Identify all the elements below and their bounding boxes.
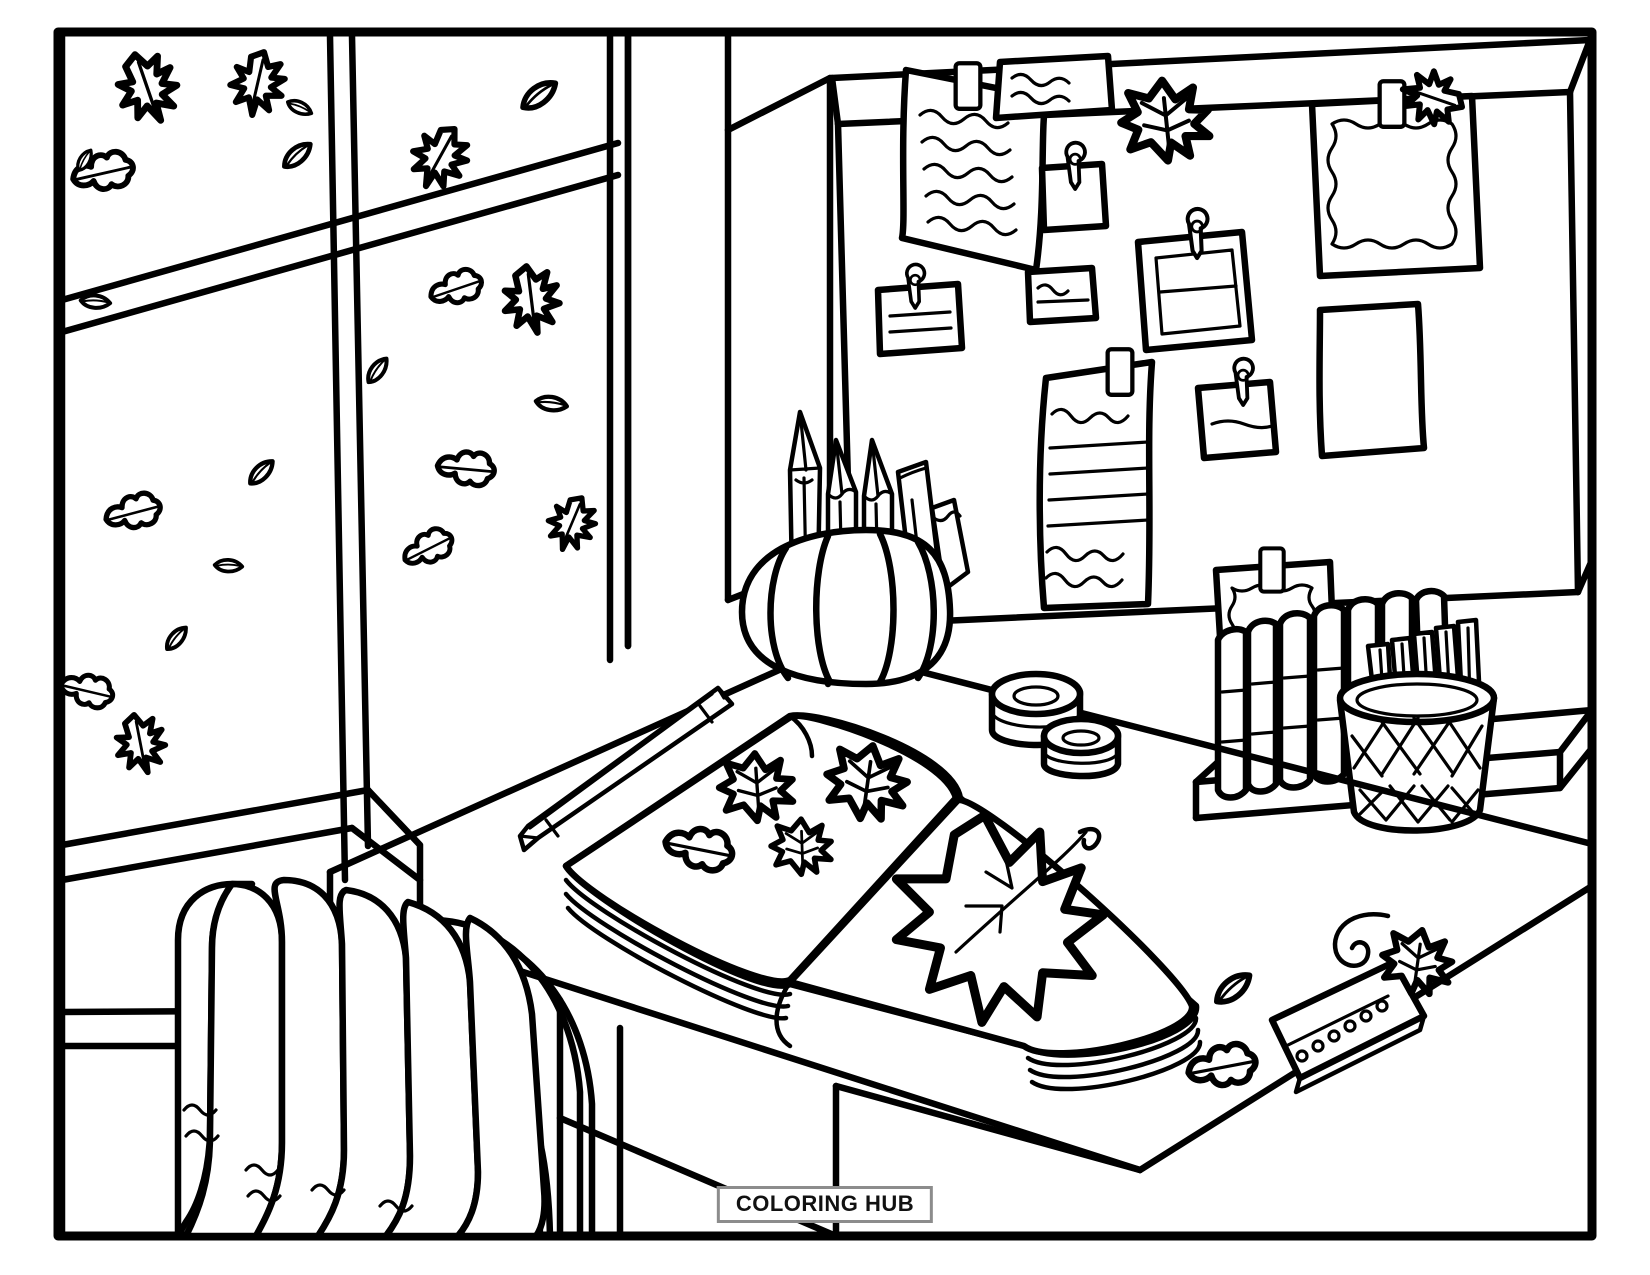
- watermark-badge: COLORING HUB: [716, 1186, 934, 1223]
- note-lined-small: [874, 262, 966, 358]
- open-book: [562, 712, 1203, 1092]
- note-framed-photo: [1134, 209, 1256, 354]
- chair-with-blanket: [174, 876, 596, 1240]
- note-big-lined: [1036, 349, 1156, 612]
- window: [58, 32, 632, 1236]
- curly-vine: [1332, 912, 1391, 968]
- desk-scattered-leaves: [1186, 912, 1456, 1089]
- note-top-small: [992, 52, 1116, 122]
- pressed-maple-leaf-large: [891, 810, 1108, 1027]
- note-wavy-mid: [1024, 264, 1100, 326]
- spiral-notepad: [1268, 958, 1428, 1095]
- pumpkin-pencil-holder: [738, 409, 971, 688]
- woven-basket: [1336, 617, 1498, 834]
- note-blank-right: [1316, 300, 1428, 460]
- tape-rolls: [988, 670, 1122, 780]
- pencil-on-desk: [517, 685, 735, 853]
- note-sticky-pin: [1038, 140, 1110, 234]
- watermark-label: COLORING HUB: [735, 1191, 915, 1216]
- note-sticky-lower: [1194, 356, 1280, 462]
